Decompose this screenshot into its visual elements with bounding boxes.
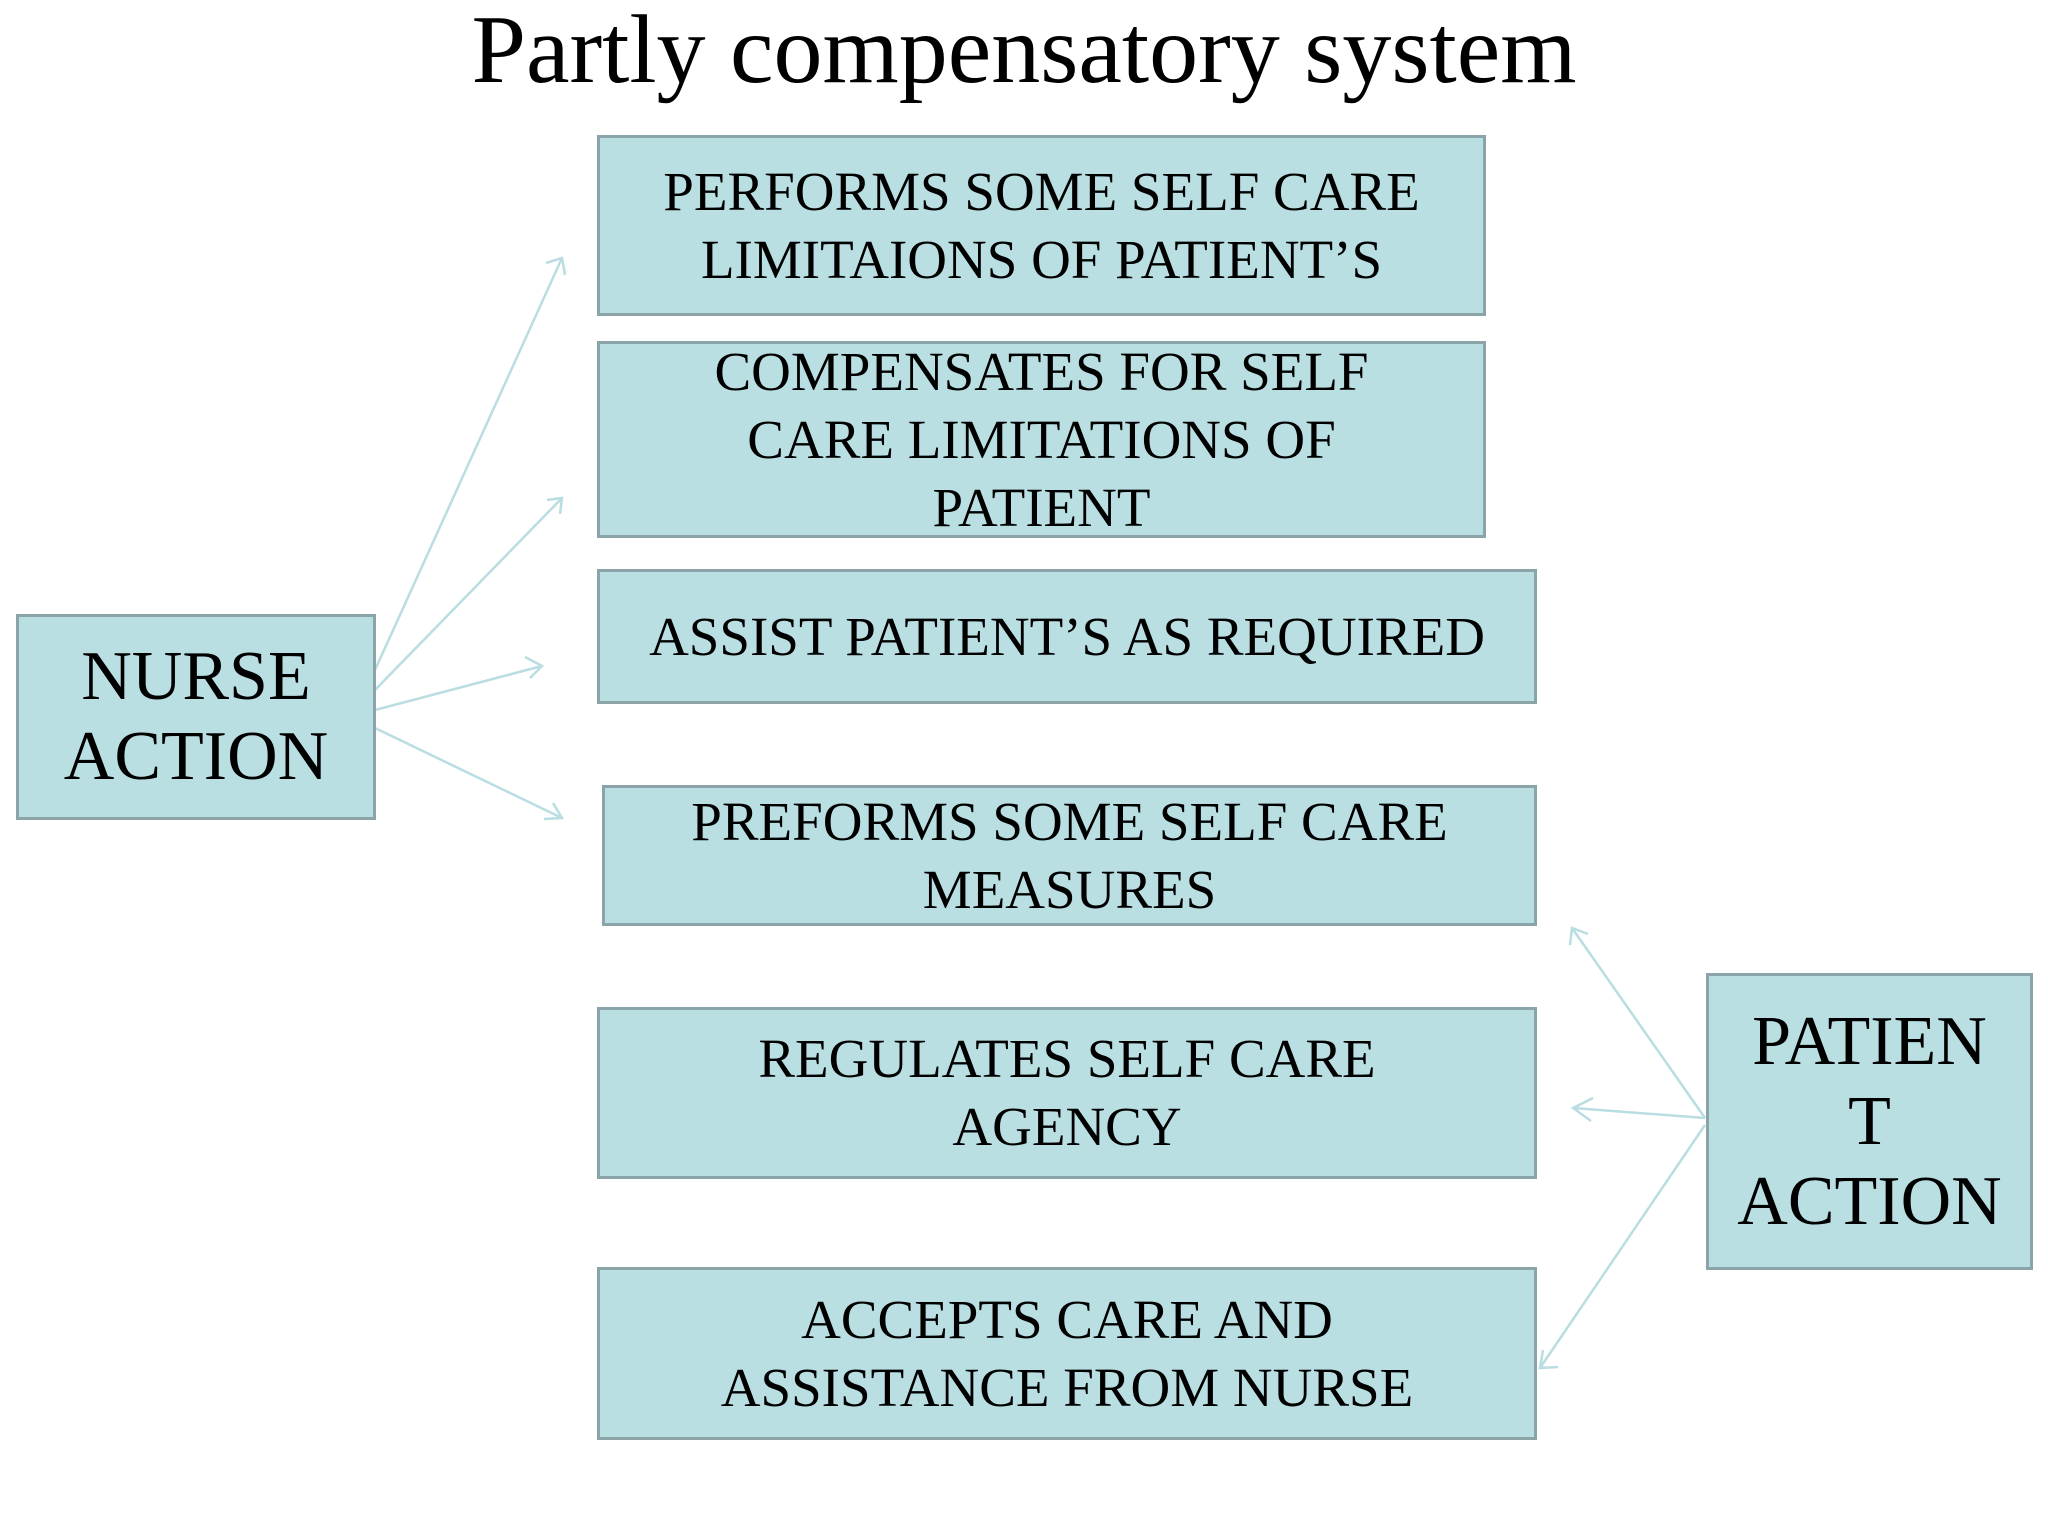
center-box-label: PREFORMS SOME SELF CARE MEASURES [691,790,1448,920]
center-box-label: REGULATES SELF CARE AGENCY [758,1028,1376,1157]
center-box-label: PERFORMS SOME SELF CARE LIMITAIONS OF PA… [663,160,1420,290]
center-box-accepts: ACCEPTS CARE AND ASSISTANCE FROM NURSE [597,1267,1537,1440]
center-box-assist: ASSIST PATIENT’S AS REQUIRED [597,569,1537,704]
center-box-label: ACCEPTS CARE AND ASSISTANCE FROM NURSE [720,1288,1414,1418]
center-box-label: COMPENSATES FOR SELF CARE LIMITATIONS OF… [714,341,1369,538]
nurse-arrow-1 [373,256,567,671]
nurse-arrow-2 [374,496,564,691]
center-box-performs-measures: PREFORMS SOME SELF CARE MEASURES [602,785,1537,926]
patient-action-label: PATIEN T ACTION [1737,1002,2002,1240]
center-box-label: ASSIST PATIENT’S AS REQUIRED [649,605,1485,667]
center-box-compensates: COMPENSATES FOR SELF CARE LIMITATIONS OF… [597,341,1486,538]
patient-arrow-2 [1570,1096,1706,1123]
center-box-performs-limitations: PERFORMS SOME SELF CARE LIMITAIONS OF PA… [597,135,1486,316]
center-box-regulates: REGULATES SELF CARE AGENCY [597,1007,1537,1179]
nurse-arrow-4 [374,726,565,821]
patient-arrow-1 [1568,926,1707,1119]
patient-arrow-3 [1538,1124,1707,1370]
nurse-action-label: NURSE ACTION [63,638,329,795]
slide-title: Partly compensatory system [471,0,1577,104]
nurse-action-box: NURSE ACTION [16,614,376,820]
patient-action-box: PATIEN T ACTION [1706,973,2033,1270]
nurse-arrow-3 [374,655,545,712]
